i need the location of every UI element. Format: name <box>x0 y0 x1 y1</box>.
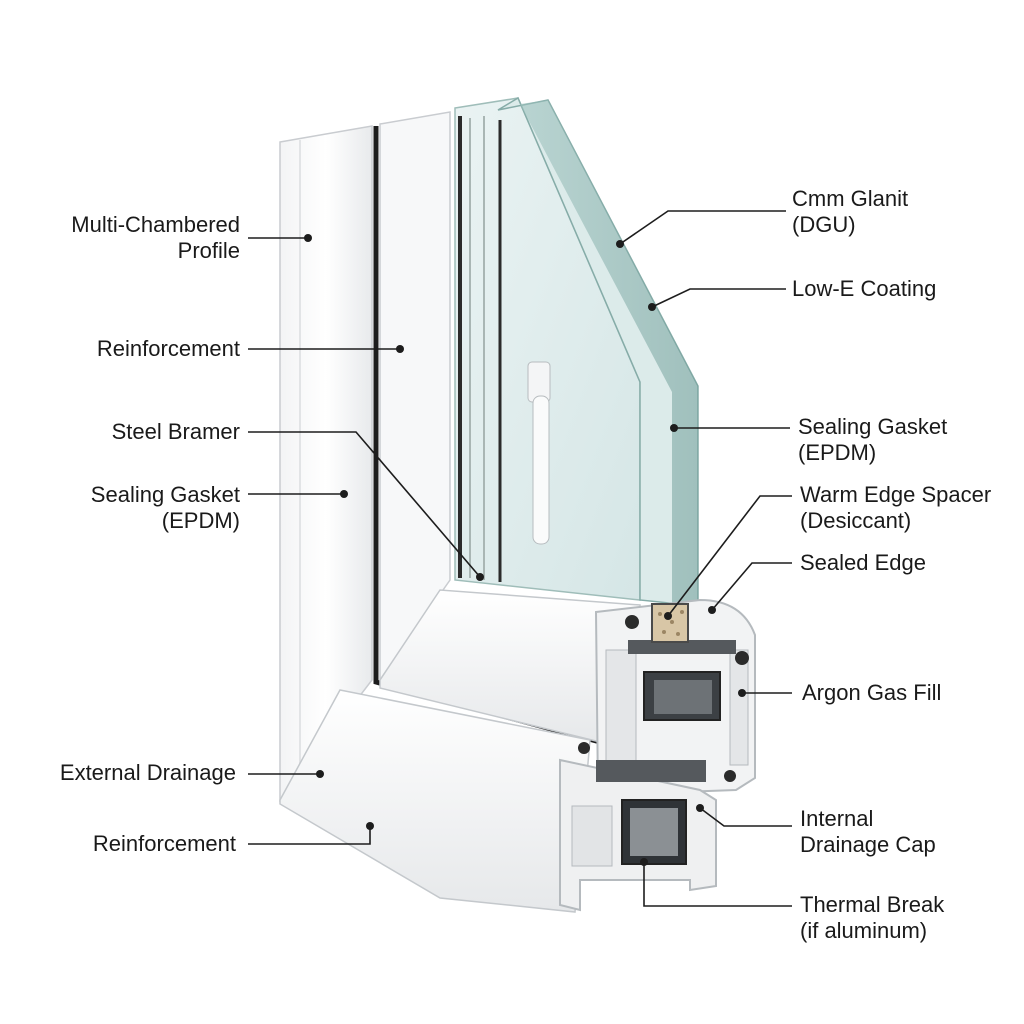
dot-sealed-edge <box>708 606 716 614</box>
label-line: (EPDM) <box>161 508 240 533</box>
label-line: External Drainage <box>59 760 236 785</box>
leader-cmm-glanit <box>619 210 786 245</box>
label-line: Sealing Gasket <box>798 414 948 439</box>
label-line: Argon Gas Fill <box>802 680 942 705</box>
frame-sill <box>279 689 591 913</box>
dot-warm-edge-spacer <box>664 612 672 620</box>
label-thermal-break: Thermal Break (if aluminum) <box>800 892 944 944</box>
label-reinforcement-lower: Reinforcement <box>93 831 236 857</box>
label-line: Sealing Gasket <box>90 482 240 507</box>
label-line: Drainage Cap <box>800 832 936 857</box>
label-line: Steel Bramer <box>111 419 240 444</box>
leader-reinforcement-lower <box>248 826 371 845</box>
glass-unit <box>454 96 699 607</box>
label-line: Thermal Break <box>800 892 945 917</box>
dot-argon-gas-fill <box>738 689 746 697</box>
dot-sealing-gasket-left <box>340 490 348 498</box>
dot-multi-chambered-profile <box>304 234 312 242</box>
dot-low-e-coating <box>648 303 656 311</box>
dot-cmm-glanit <box>616 240 624 248</box>
dot-sealing-gasket-right <box>670 424 678 432</box>
sash-cross-section <box>594 598 756 797</box>
leader-sealed-edge <box>711 562 792 611</box>
label-sealing-gasket-left: Sealing Gasket (EPDM) <box>91 482 240 534</box>
dot-reinforcement-lower <box>366 822 374 830</box>
label-argon-gas-fill: Argon Gas Fill <box>802 680 941 706</box>
label-sealing-gasket-right: Sealing Gasket (EPDM) <box>798 414 947 466</box>
label-line: (if aluminum) <box>800 918 928 943</box>
label-low-e-coating: Low-E Coating <box>792 276 936 302</box>
label-line: Internal <box>800 806 874 831</box>
dot-reinforcement-upper <box>396 345 404 353</box>
label-line: Reinforcement <box>92 831 236 856</box>
label-reinforcement-upper: Reinforcement <box>97 336 240 362</box>
window-handle <box>527 361 551 545</box>
frame-cross-section <box>559 742 717 912</box>
label-line: (EPDM) <box>798 440 877 465</box>
label-line: Profile <box>177 238 240 263</box>
label-sealed-edge: Sealed Edge <box>800 550 926 576</box>
label-line: Sealed Edge <box>800 550 926 575</box>
dot-internal-drainage-cap <box>696 804 704 812</box>
dot-external-drainage <box>316 770 324 778</box>
leader-dots-left <box>304 234 484 830</box>
label-line: Warm Edge Spacer <box>800 482 992 507</box>
label-steel-bramer: Steel Bramer <box>112 419 240 445</box>
label-multi-chambered-profile: Multi-Chambered Profile <box>71 212 240 264</box>
label-warm-edge-spacer: Warm Edge Spacer (Desiccant) <box>800 482 991 534</box>
label-internal-drainage-cap: Internal Drainage Cap <box>800 806 936 858</box>
label-line: (DGU) <box>792 212 856 237</box>
label-line: Cmm Glanit <box>792 186 909 211</box>
leader-lines-left <box>248 237 481 845</box>
leader-dots-right <box>616 240 746 866</box>
leader-warm-edge-spacer <box>667 495 792 617</box>
leader-low-e-coating <box>651 288 786 308</box>
leader-steel-bramer <box>248 431 481 578</box>
label-line: Multi-Chambered <box>71 212 240 237</box>
label-cmm-glanit: Cmm Glanit (DGU) <box>792 186 908 238</box>
leader-thermal-break <box>643 862 792 907</box>
frame-left-inner <box>379 111 451 683</box>
label-line: Low-E Coating <box>792 276 937 301</box>
label-external-drainage: External Drainage <box>60 760 236 786</box>
leader-internal-drainage-cap <box>699 807 792 827</box>
label-line: Reinforcement <box>96 336 240 361</box>
leader-lines-right <box>619 210 792 907</box>
dot-thermal-break <box>640 858 648 866</box>
dot-steel-bramer <box>476 573 484 581</box>
label-line: (Desiccant) <box>800 508 912 533</box>
frame-left-outer <box>279 125 373 803</box>
warm-edge-spacer <box>651 603 689 643</box>
